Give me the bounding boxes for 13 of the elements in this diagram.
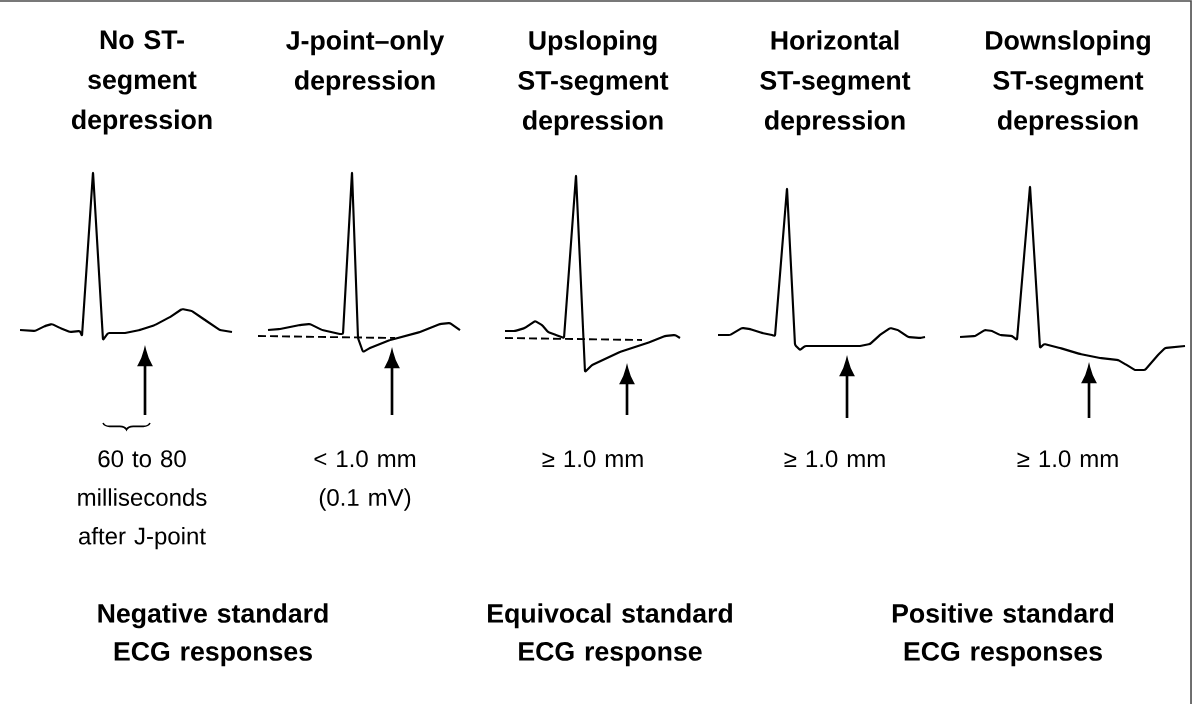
column-heading: J-point–only depression — [286, 30, 445, 96]
column-heading: Downsloping ST-segment depression — [986, 30, 1150, 136]
measurement-label: 60 to 80 milliseconds after J-point — [78, 450, 207, 550]
column-heading: Upsloping ST-segment depression — [518, 30, 669, 136]
column-heading: Horizontal ST-segment depression — [760, 30, 911, 136]
category-label: Positive standard ECG responses — [892, 603, 1114, 667]
measurement-label: ≥ 1.0 mm — [784, 450, 885, 468]
measurement-label: < 1.0 mm (0.1 mV) — [314, 450, 416, 511]
measurement-label: ≥ 1.0 mm — [1017, 450, 1118, 468]
measurement-label: ≥ 1.0 mm — [542, 450, 643, 468]
category-label: Negative standard ECG responses — [98, 603, 328, 667]
column-heading: No ST-segment depression — [71, 30, 212, 135]
category-label: Equivocal standard ECG response — [488, 603, 732, 667]
